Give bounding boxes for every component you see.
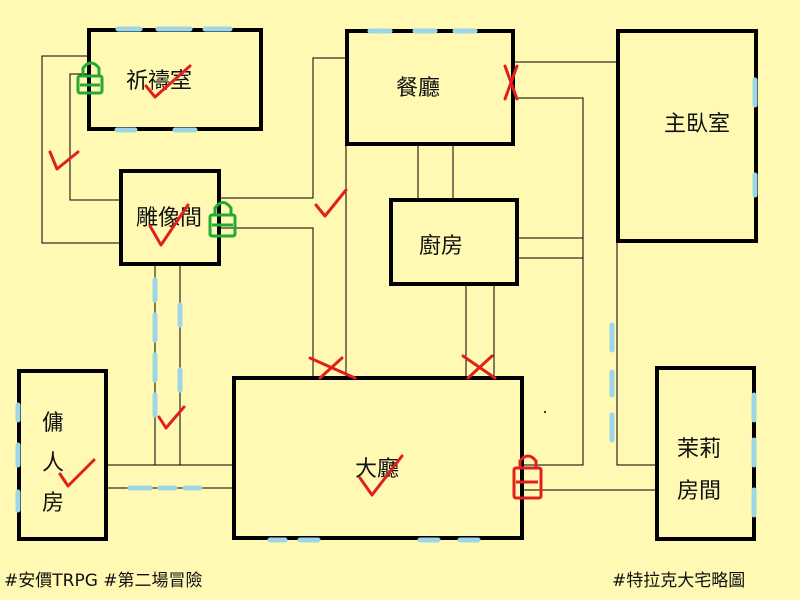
check-mark-servant	[58, 458, 96, 488]
corridor-east-outer	[616, 243, 656, 466]
corridor-statue-dining	[220, 57, 346, 199]
blocked-doors	[308, 64, 519, 380]
corridor-statue-hall	[220, 227, 314, 377]
cross-icon	[503, 64, 519, 101]
room-kitchen	[389, 198, 519, 286]
caption-tags: #安價TRPG #第二場冒險	[4, 571, 203, 591]
lock-icon	[512, 454, 543, 500]
corridor-east-inner	[513, 97, 584, 466]
corridor-west-outer	[41, 55, 120, 244]
caption-map-title: #特拉克大宅略圖	[612, 571, 746, 591]
room-label-servant-1: 傭	[42, 411, 64, 436]
room-label-servant-3: 房	[42, 491, 64, 516]
corridor-west-inner	[69, 73, 120, 201]
check-mark-prayer	[144, 64, 192, 99]
room-label-kitchen: 廚房	[419, 234, 463, 259]
check-marks	[48, 64, 404, 497]
check-mark-statue	[148, 203, 190, 247]
cross-icon	[308, 356, 357, 380]
check-mark-statue-south	[157, 405, 186, 430]
room-statue	[119, 169, 221, 266]
check-mark-west-corridor	[48, 150, 80, 171]
room-label-master-bedroom: 主臥室	[664, 112, 730, 137]
room-label-servant-2: 人	[42, 451, 64, 476]
room-label-statue: 雕像間	[136, 206, 202, 231]
check-mark-hall	[358, 454, 404, 497]
windows	[15, 26, 758, 543]
stray-dot	[544, 411, 546, 413]
lock-icon	[76, 61, 104, 95]
check-mark-central-corridor	[314, 188, 348, 218]
room-label-jasmine-2: 房間	[677, 479, 721, 504]
cross-icon	[461, 354, 497, 380]
room-label-jasmine-1: 茉莉	[677, 437, 721, 462]
room-label-dining: 餐廳	[396, 76, 440, 101]
lock-icon	[208, 201, 237, 238]
room-master-bedroom	[616, 29, 758, 243]
